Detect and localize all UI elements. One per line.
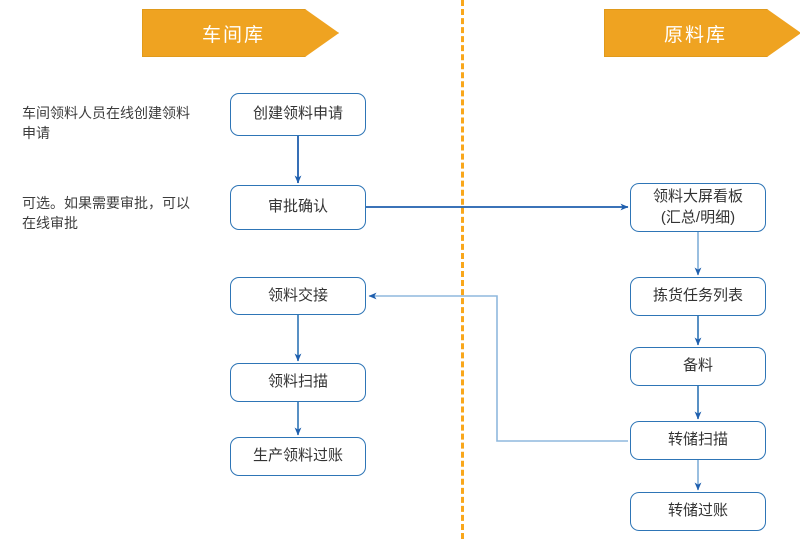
lane-banner-material-label: 原料库 (663, 24, 727, 46)
node-production-posting-label: 生产领料过账 (252, 447, 343, 465)
node-transfer-scan-label: 转储扫描 (667, 431, 728, 449)
node-transfer-posting-label: 转储过账 (667, 502, 728, 520)
node-approval-confirm-label: 审批确认 (267, 198, 328, 216)
lane-banner-workshop-label: 车间库 (201, 24, 265, 46)
node-material-preparation[interactable]: 备料 (630, 347, 766, 386)
node-material-handover[interactable]: 领料交接 (230, 277, 366, 315)
node-approval-confirm[interactable]: 审批确认 (230, 185, 366, 230)
node-material-handover-label: 领料交接 (267, 286, 328, 304)
node-dashboard-board-text: 领料大屏看板 (汇总/明细) (653, 187, 743, 228)
lane-banner-workshop: 车间库 (142, 9, 339, 57)
node-production-posting[interactable]: 生产领料过账 (230, 437, 366, 476)
edge-transscan-to-handover (368, 292, 628, 442)
node-dashboard-board[interactable]: 领料大屏看板 (汇总/明细) (630, 183, 766, 232)
annotation-create-request: 车间领料人员在线创建领料申请 (22, 105, 190, 142)
node-picking-task-list-label: 拣货任务列表 (652, 287, 743, 305)
node-material-scan[interactable]: 领料扫描 (230, 363, 366, 402)
node-dashboard-board-label-line1: 领料大屏看板 (652, 188, 743, 206)
node-transfer-posting[interactable]: 转储过账 (630, 492, 766, 531)
lane-divider-dashed (461, 0, 464, 539)
lane-banner-material: 原料库 (604, 9, 800, 57)
annotation-approval-optional: 可选。如果需要审批，可以在线审批 (22, 195, 190, 232)
node-picking-task-list[interactable]: 拣货任务列表 (630, 277, 766, 316)
node-material-preparation-label: 备料 (682, 357, 713, 375)
node-create-request[interactable]: 创建领料申请 (230, 93, 366, 136)
node-transfer-scan[interactable]: 转储扫描 (630, 421, 766, 460)
node-dashboard-board-label-line2: (汇总/明细) (660, 208, 736, 226)
node-material-scan-label: 领料扫描 (267, 373, 328, 391)
node-create-request-label: 创建领料申请 (252, 105, 343, 123)
